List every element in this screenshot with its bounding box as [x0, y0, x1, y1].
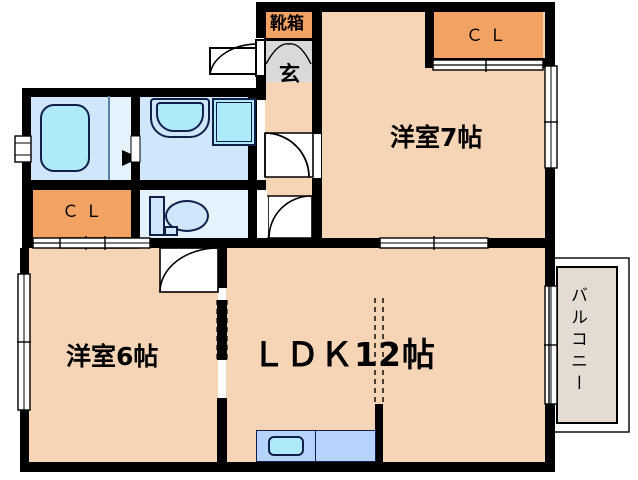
genkan-label: 玄	[279, 62, 300, 86]
closet-hall-label: ＣＬ	[62, 202, 108, 222]
window-bedroom7-right	[544, 65, 558, 169]
entrance-door-icon	[209, 39, 266, 77]
bedroom6-label: 洋室6帖	[66, 342, 159, 371]
wall-toilet-right	[248, 190, 257, 240]
wall-right-mid	[545, 168, 555, 250]
wall-right-upper	[545, 2, 555, 66]
wall-genkan-left-top	[256, 2, 266, 38]
wall-cl-toilet-divider	[131, 190, 140, 238]
closet-bedroom7-label: ＣＬ	[466, 26, 512, 46]
wall-hall-right	[312, 2, 322, 240]
closet-hall	[33, 190, 138, 238]
wall-genkan-left-bottom	[256, 74, 266, 100]
toilet-tank-icon	[149, 196, 165, 236]
wall-right-lower	[545, 404, 555, 472]
kitchen-counter-split	[262, 430, 316, 462]
wall-wet-mid	[22, 180, 266, 190]
wall-cl-left	[22, 190, 33, 238]
bathtub-icon	[40, 104, 90, 172]
wall-kitchen-stub	[375, 404, 383, 466]
wall-washroom-left-a	[131, 88, 140, 136]
shoe-box	[264, 10, 312, 38]
wall-right-ldk-upper	[545, 244, 555, 286]
washer-space-icon	[212, 98, 256, 146]
wall-left-lower-a	[20, 248, 29, 274]
wall-left-lower-b	[20, 410, 29, 472]
wall-bedroom6-ldk-c	[217, 398, 227, 470]
wall-mid-horizontal	[22, 238, 546, 248]
wall-closet7-bottom	[425, 58, 545, 68]
wall-bedroom6-ldk-b	[217, 300, 227, 360]
wall-bath-divider	[108, 96, 110, 180]
closet-bedroom7	[433, 12, 543, 60]
shoe-box-label: 靴箱	[270, 14, 304, 34]
wash-basin-counter	[150, 98, 210, 138]
toilet-foot-icon	[164, 226, 178, 236]
ldk-label: ＬＤＫ12帖	[252, 335, 436, 374]
wall-closet7-left	[425, 10, 434, 62]
hall-floor	[265, 82, 313, 240]
wall-top	[256, 2, 546, 12]
washer-space-inner	[216, 102, 252, 142]
balcony-area	[556, 266, 618, 424]
kitchen-sink-icon	[268, 436, 304, 456]
wall-wet-top	[22, 88, 266, 97]
shoe-box-base	[264, 38, 312, 41]
wall-bottom	[20, 462, 546, 472]
wall-wet-left-a	[22, 88, 31, 136]
balcony-label: バルコニー	[567, 286, 587, 396]
wall-washroom-left-b	[131, 162, 140, 180]
wall-bedroom6-ldk-a	[217, 248, 227, 288]
bedroom7-label: 洋室7帖	[390, 123, 483, 152]
